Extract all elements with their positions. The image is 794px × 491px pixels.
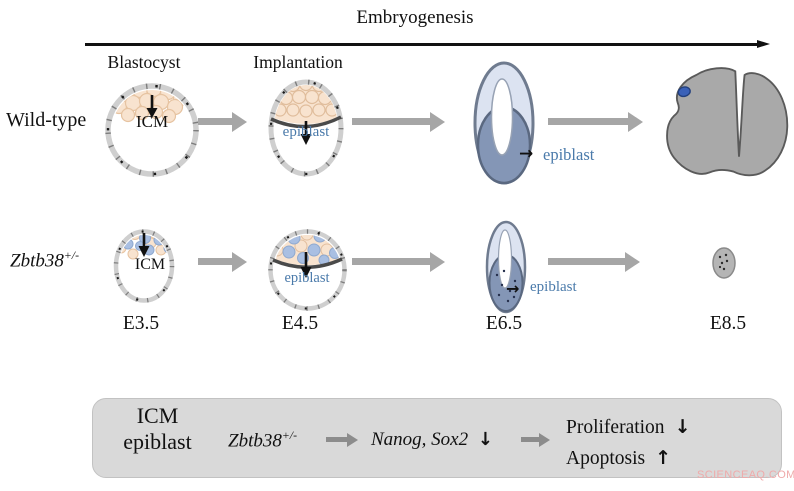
column-header-blastocyst: Blastocyst (107, 52, 181, 72)
wildtype-e45-embryo (268, 79, 344, 177)
stage-arrow (548, 258, 625, 265)
stage-arrow (198, 118, 232, 125)
apoptotic-dots (718, 253, 729, 271)
proamniotic-cavity (497, 229, 513, 289)
wildtype-e65-embryo (473, 61, 535, 185)
epiblast-pointer-arrow: → (519, 144, 534, 164)
remnant-body (712, 247, 736, 279)
down-arrow-icon: ↓ (477, 429, 493, 450)
icm-label-wildtype: ICM (135, 112, 169, 131)
figure-title: Embryogenesis (356, 7, 474, 28)
icm-pointer-arrow (138, 233, 150, 257)
summary-subject: ICM epiblast (100, 403, 215, 455)
epiblast-label-wt-e65: epiblast (543, 145, 595, 164)
stage-arrow (352, 258, 430, 265)
watermark: SCIENCEAQ.COM (697, 469, 794, 481)
wildtype-e85-embryo (666, 67, 789, 177)
epiblast-label-mut-e45: epiblast (284, 270, 330, 286)
stage-label-e85: E8.5 (709, 313, 747, 334)
otic-vesicle-dot (677, 86, 691, 98)
summary-subject-line1: ICM (136, 403, 179, 428)
mutant-e45-embryo (268, 229, 347, 311)
epiblast-label-mut-e65: epiblast (530, 279, 577, 295)
summary-subject-line2: epiblast (123, 429, 192, 454)
summary-genes-down: Nanog, Sox2 ↓ (371, 429, 493, 450)
mutant-e35-blastocyst (113, 229, 175, 303)
mutant-e65-embryo (485, 220, 527, 314)
row-label-wildtype: Wild-type (6, 109, 87, 131)
summary-effect-proliferation: Proliferation↓ (566, 416, 691, 438)
summary-gene: Zbtb38+/- (228, 429, 297, 452)
summary-box (92, 398, 782, 478)
summary-arrow-2 (521, 437, 539, 442)
row-label-mutant: Zbtb38+/- (10, 249, 79, 272)
epiblast-pointer-arrow (300, 252, 312, 278)
epiblast-pointer-arrow (300, 121, 312, 145)
column-header-implantation: Implantation (253, 52, 343, 72)
mutant-allele: +/- (63, 249, 79, 262)
stage-arrow (548, 118, 628, 125)
up-arrow-icon: ↑ (655, 447, 672, 469)
summary-effects: Proliferation↓ Apoptosis↑ (566, 412, 690, 474)
stage-label-e45: E4.5 (281, 313, 319, 334)
stage-label-e35: E3.5 (122, 313, 160, 334)
epiblast-pointer-arrow: → (506, 279, 520, 298)
stage-arrow (352, 118, 430, 125)
icm-pointer-arrow (146, 95, 158, 118)
down-arrow-icon: ↓ (674, 416, 691, 438)
icm-label-mutant: ICM (134, 256, 166, 273)
mutant-gene-name: Zbtb38 (10, 250, 64, 272)
mutant-e85-remnant (712, 247, 736, 279)
stage-label-e65: E6.5 (485, 313, 523, 334)
summary-arrow-1 (326, 437, 347, 442)
proamniotic-cavity (490, 78, 514, 156)
embryo-body (666, 67, 789, 177)
epiblast-label-wt-e45: epiblast (282, 124, 330, 140)
wildtype-e35-blastocyst (105, 83, 199, 177)
apoptotic-dots (495, 269, 517, 303)
summary-effect-apoptosis: Apoptosis↑ (566, 447, 672, 469)
timeline-arrow (85, 43, 757, 46)
stage-arrow (198, 258, 232, 265)
